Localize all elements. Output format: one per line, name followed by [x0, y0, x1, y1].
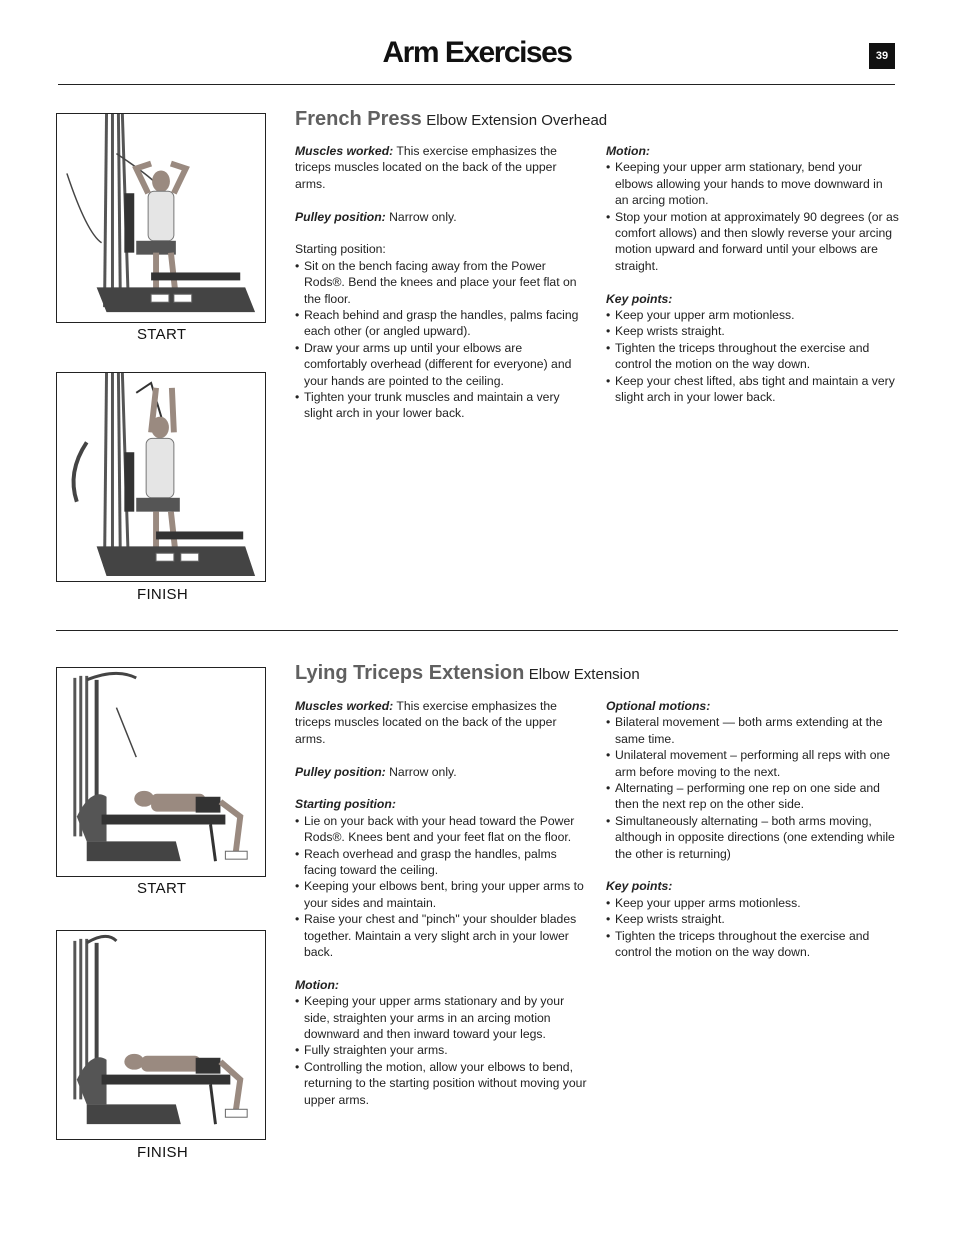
list-item: Lie on your back with your head toward t… [295, 813, 587, 846]
pulley-text: Narrow only. [385, 764, 457, 779]
lying-triceps-start-caption: START [137, 880, 187, 897]
optional-motions-label: Optional motions: [606, 699, 711, 713]
list-item: Tighten the triceps throughout the exerc… [606, 340, 899, 373]
lying-triceps-start-photo [56, 667, 266, 877]
french-press-start-photo [56, 113, 266, 323]
header-rule [58, 84, 895, 85]
french-press-left-column: Muscles worked: This exercise emphasizes… [295, 143, 583, 438]
list-item: Tighten your trunk muscles and maintain … [295, 389, 583, 422]
french-press-starting-list: Sit on the bench facing away from the Po… [295, 258, 583, 422]
section-divider [56, 630, 898, 631]
list-item: Keep your upper arm motionless. [606, 307, 899, 323]
lying-triceps-subtitle: Elbow Extension [528, 666, 640, 683]
french-press-heading: French Press Elbow Extension Overhead [295, 108, 607, 131]
list-item: Raise your chest and "pinch" your should… [295, 911, 587, 960]
french-press-finish-photo [56, 372, 266, 582]
french-press-start-caption: START [137, 326, 187, 343]
french-press-finish-caption: FINISH [137, 586, 188, 603]
muscles-label: Muscles worked: [295, 699, 394, 713]
lying-triceps-left-column: Muscles worked: This exercise emphasizes… [295, 698, 587, 1125]
list-item: Sit on the bench facing away from the Po… [295, 258, 583, 307]
list-item: Keeping your upper arms stationary and b… [295, 993, 587, 1042]
list-item: Tighten the triceps throughout the exerc… [606, 928, 899, 961]
lying-triceps-optional-list: Bilateral movement — both arms extending… [606, 714, 899, 862]
french-press-pulley: Pulley position: Narrow only. [295, 209, 583, 225]
lying-triceps-finish-photo [56, 930, 266, 1140]
muscles-text: This exercise emphasizes the triceps mus… [295, 144, 557, 191]
list-item: Bilateral movement — both arms extending… [606, 714, 899, 747]
list-item: Stop your motion at approximately 90 deg… [606, 209, 899, 275]
list-item: Keep wrists straight. [606, 323, 899, 339]
list-item: Alternating – performing one rep on one … [606, 780, 899, 813]
starting-label: Starting position: [295, 797, 396, 812]
pulley-label: Pulley position: [295, 764, 386, 779]
list-item: Keeping your elbows bent, bring your upp… [295, 878, 587, 911]
french-press-title: French Press [295, 108, 422, 130]
key-points-label: Key points: [606, 291, 673, 306]
list-item: Fully straighten your arms. [295, 1042, 587, 1058]
lying-triceps-right-column: Optional motions: Bilateral movement — b… [606, 698, 899, 977]
muscles-text: This exercise emphasizes the triceps mus… [295, 699, 557, 746]
motion-label: Motion: [606, 144, 650, 158]
list-item: Reach behind and grasp the handles, palm… [295, 307, 583, 340]
page-number: 39 [869, 43, 895, 69]
list-item: Keeping your upper arm stationary, bend … [606, 159, 899, 208]
list-item: Draw your arms up until your elbows are … [295, 340, 583, 389]
pulley-text: Narrow only. [385, 209, 457, 224]
motion-label: Motion: [295, 977, 339, 992]
lying-triceps-heading: Lying Triceps Extension Elbow Extension [295, 662, 640, 685]
lying-triceps-muscles: Muscles worked: This exercise emphasizes… [295, 698, 587, 747]
list-item: Unilateral movement – performing all rep… [606, 747, 899, 780]
key-points-label: Key points: [606, 879, 673, 894]
french-press-right-column: Motion: Keeping your upper arm stationar… [606, 143, 899, 422]
list-item: Controlling the motion, allow your elbow… [295, 1059, 587, 1108]
list-item: Keep your chest lifted, abs tight and ma… [606, 373, 899, 406]
lying-triceps-starting-list: Lie on your back with your head toward t… [295, 813, 587, 961]
muscles-label: Muscles worked: [295, 144, 394, 158]
list-item: Keep your upper arms motionless. [606, 895, 899, 911]
lying-triceps-key-list: Keep your upper arms motionless. Keep wr… [606, 895, 899, 961]
french-press-key-list: Keep your upper arm motionless. Keep wri… [606, 307, 899, 405]
french-press-subtitle: Elbow Extension Overhead [426, 112, 608, 129]
page-title: Arm Exercises [382, 36, 573, 69]
french-press-motion-list: Keeping your upper arm stationary, bend … [606, 159, 899, 274]
list-item: Keep wrists straight. [606, 911, 899, 927]
lying-triceps-motion-list: Keeping your upper arms stationary and b… [295, 993, 587, 1108]
lying-triceps-pulley: Pulley position: Narrow only. [295, 764, 587, 780]
starting-label: Starting position: [295, 242, 386, 257]
list-item: Simultaneously alternating – both arms m… [606, 813, 899, 862]
list-item: Reach overhead and grasp the handles, pa… [295, 846, 587, 879]
french-press-muscles: Muscles worked: This exercise emphasizes… [295, 143, 583, 192]
pulley-label: Pulley position: [295, 209, 386, 224]
lying-triceps-finish-caption: FINISH [137, 1144, 188, 1161]
lying-triceps-title: Lying Triceps Extension [295, 662, 525, 684]
